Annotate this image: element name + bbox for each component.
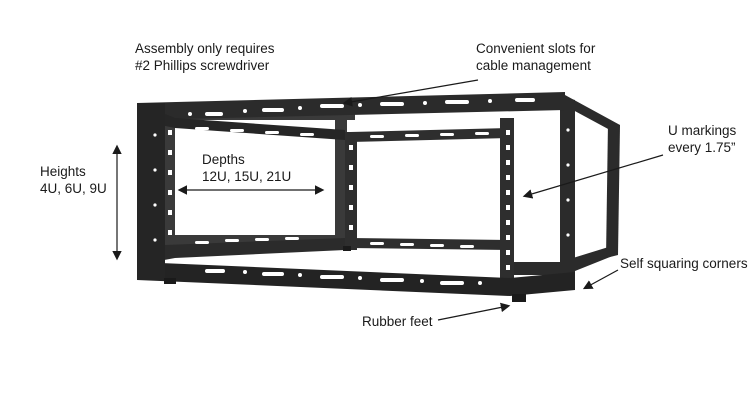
open-frame-rack [137,92,620,302]
feet-arrow [437,302,511,321]
feet-callout: Rubber feet [362,313,433,330]
cable-management-slots [188,98,535,285]
heights-line-1: Heights [40,164,86,179]
bottom-rail [137,238,575,296]
rubber-feet [164,246,526,302]
depths-line-1: Depths [202,152,245,167]
assembly-line-1: Assembly only requires [135,41,275,56]
corners-line-1: Self squaring corners [620,256,748,271]
u-marking-holes [153,128,592,270]
slots-line-2: cable management [476,58,591,73]
umarkings-line-2: every 1.75” [668,140,736,155]
depths-callout: Depths 12U, 15U, 21U [202,151,291,185]
assembly-line-2: #2 Phillips screwdriver [135,58,270,73]
heights-callout: Heights 4U, 6U, 9U [40,163,107,197]
depths-line-2: 12U, 15U, 21U [202,169,292,184]
corners-callout: Self squaring corners [620,255,748,272]
umarkings-arrow [522,154,664,199]
slots-arrow [342,79,479,107]
umarkings-line-1: U markings [668,123,737,138]
heights-line-2: 4U, 6U, 9U [40,181,107,196]
right-side-frame [505,95,620,290]
feet-line-1: Rubber feet [362,314,433,329]
umarkings-callout: U markings every 1.75” [668,122,736,156]
slots-line-1: Convenient slots for [476,41,596,56]
slots-callout: Convenient slots for cable management [476,40,595,74]
inner-side-rails [345,118,514,278]
assembly-callout: Assembly only requires #2 Phillips screw… [135,40,275,74]
callout-arrows [112,79,664,321]
left-front-post [137,103,165,280]
corners-arrow [582,269,619,290]
